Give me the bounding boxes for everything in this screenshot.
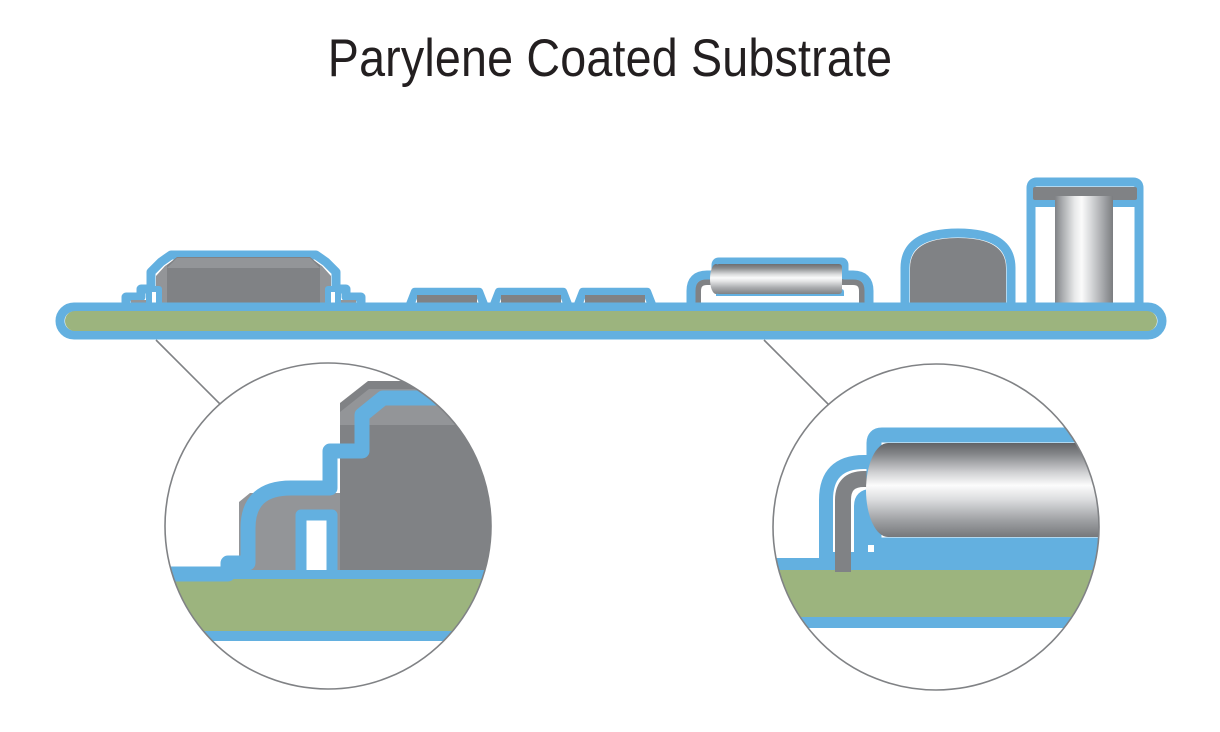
detail-right-substrate-core: [773, 570, 1099, 617]
vertical-capacitor-cap-underside-right: [1112, 200, 1139, 207]
detail-left-substrate-core: [165, 579, 491, 631]
detail-left-top-coating: [165, 570, 491, 579]
dome-capacitor: [900, 228, 1016, 315]
dome-capacitor-coating: [900, 228, 1016, 315]
axial-resistor: [686, 257, 874, 315]
detail-right-bottom-coating: [773, 617, 1099, 628]
ic-lead-gap-coating-left: [146, 286, 162, 306]
detail-left-parylene-coating: [165, 390, 491, 582]
resistor-lead-right: [831, 279, 865, 313]
callout-right-content: [773, 427, 1099, 628]
callout-right-outline: [772, 363, 1100, 691]
callout-left-outline: [164, 362, 492, 690]
substrate: [55, 302, 1167, 340]
resistor-body: [716, 264, 842, 294]
detail-right-body-coating-top: [866, 427, 1099, 545]
dome-capacitor-body: [910, 238, 1006, 308]
vertical-capacitor-coating: [1026, 177, 1144, 315]
resistor-lead-left: [695, 279, 729, 313]
smd-chip-right-coating: [571, 287, 659, 315]
callout-right: [772, 363, 1100, 691]
detail-right-lead-wire: [835, 471, 1000, 572]
ic-package: [121, 250, 366, 315]
page-title: Parylene Coated Substrate: [327, 29, 893, 88]
vertical-capacitor-body: [1055, 196, 1113, 312]
detail-left-lead-gap: [305, 519, 328, 570]
smd-chip-left-coating: [403, 287, 491, 315]
detail-right-resistor-body: [888, 443, 1099, 537]
resistor-body-end-left: [710, 264, 722, 294]
resistor-parylene-coating: [686, 257, 874, 315]
detail-right-coating-underside: [830, 552, 1099, 563]
detail-left-bottom-coating: [165, 631, 491, 641]
substrate-parylene-coating: [55, 302, 1167, 340]
vertical-capacitor: [1026, 177, 1144, 315]
callout-left: [164, 362, 492, 690]
main-board-assembly: [55, 177, 1167, 340]
ic-parylene-coating: [121, 250, 366, 315]
ic-lead-left: [131, 259, 176, 308]
detail-right-lead-coating-outer: [819, 455, 884, 570]
ic-lead-right: [311, 259, 356, 308]
vertical-capacitor-cap-underside-left: [1031, 200, 1058, 207]
detail-left-gap-coating: [295, 509, 338, 574]
ic-body: [167, 257, 320, 308]
substrate-core: [65, 311, 1157, 331]
smd-chip-center-coating: [487, 287, 575, 315]
ic-body-top-bevel: [167, 258, 320, 268]
ic-lead-gap-coating-right: [325, 286, 341, 306]
detail-right-resistor-end-cap: [866, 443, 910, 537]
